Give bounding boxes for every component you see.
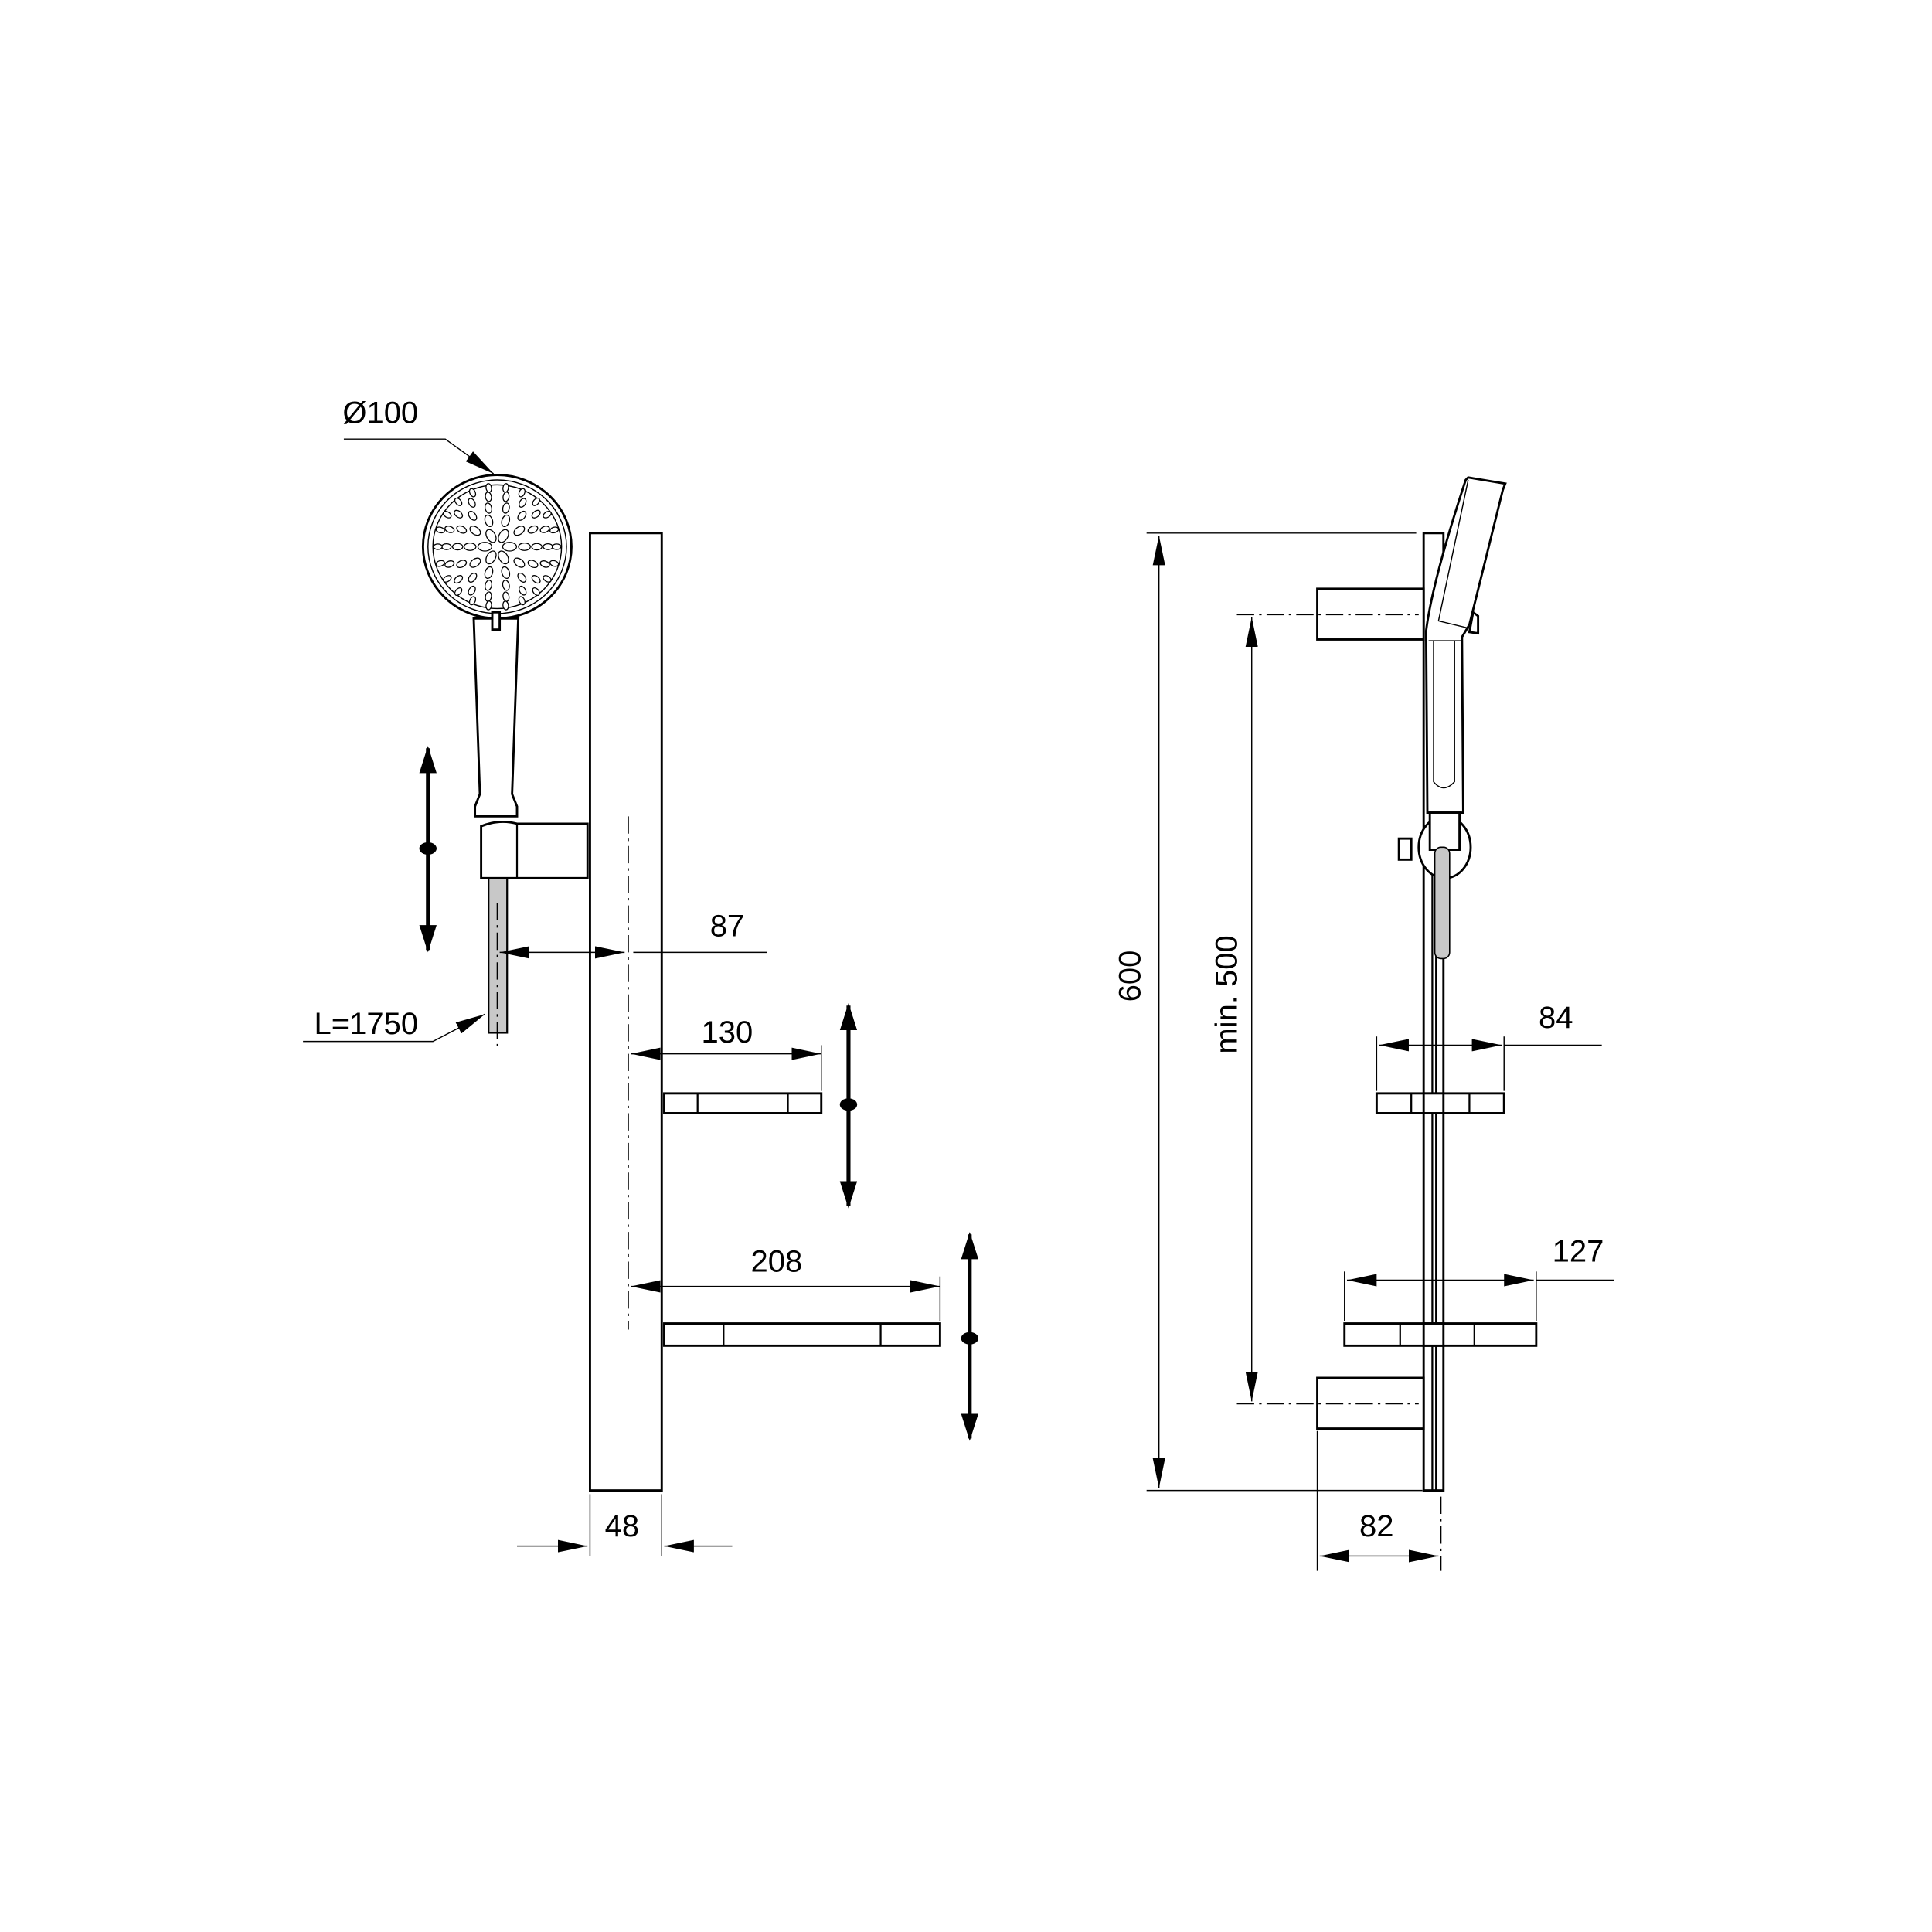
spray-nozzle (502, 502, 510, 514)
spray-nozzle (485, 483, 492, 493)
spray-nozzle (444, 560, 455, 568)
spray-nozzle (531, 543, 543, 551)
spray-nozzle (539, 560, 550, 568)
spray-nozzle (454, 509, 464, 519)
spray-nozzle (498, 529, 509, 543)
spray-nozzle (518, 542, 531, 551)
hand-shower (421, 474, 573, 818)
spray-nozzle (549, 560, 560, 567)
spray-nozzle (517, 510, 527, 521)
shower-holder (480, 820, 589, 879)
head-diameter-leader (343, 438, 495, 474)
spray-nozzle (502, 580, 510, 591)
spray-nozzle (484, 514, 494, 528)
top-wall-mount (1316, 587, 1425, 641)
spray-nozzle (485, 580, 492, 591)
bottom-wall-mount (1316, 1376, 1425, 1430)
spray-nozzle (532, 497, 540, 506)
spray-nozzle (484, 566, 494, 580)
spray-nozzle (513, 526, 526, 536)
spray-nozzle (477, 542, 493, 552)
spray-nozzle (456, 560, 468, 569)
spray-nozzle (456, 525, 468, 534)
spray-nozzle (517, 573, 527, 583)
spray-nozzle (451, 543, 464, 551)
rail-height-label: 600 (1114, 951, 1148, 1002)
spray-nozzle (468, 585, 476, 596)
mount-spacing-label: min. 500 (1210, 935, 1244, 1053)
spray-nozzle (443, 511, 452, 519)
spray-nozzle (519, 585, 527, 596)
spray-nozzle (454, 575, 464, 584)
rail-width-label: 48 (605, 1509, 640, 1543)
spray-nozzle (440, 543, 452, 550)
spray-nozzle (543, 543, 553, 550)
large-shelf-adjust-arrow (961, 1232, 979, 1441)
spray-nozzle (501, 514, 511, 528)
spray-nozzle (549, 526, 560, 534)
spray-nozzle (469, 526, 481, 536)
spray-nozzle (543, 575, 552, 583)
spray-nozzle (463, 542, 477, 551)
spray-nozzle (454, 497, 463, 506)
small-shelf-depth-label: 130 (701, 1015, 753, 1049)
spray-nozzle (519, 498, 527, 508)
large-shelf-depth-label: 208 (751, 1244, 803, 1278)
spray-nozzle (518, 596, 526, 606)
spray-nozzle (502, 600, 509, 611)
hand-shower-side (1397, 476, 1507, 960)
hose (488, 877, 509, 1034)
spray-nozzle (435, 560, 445, 567)
spray-nozzle (518, 488, 526, 498)
spray-nozzle (531, 575, 541, 584)
spray-nozzle (468, 488, 477, 498)
spray-nozzle (468, 498, 476, 508)
spray-nozzle (513, 557, 526, 568)
small-shelf-adjust-arrow (839, 1003, 858, 1209)
spray-nozzle (551, 543, 562, 550)
spray-nozzle (454, 587, 463, 596)
large-shelf (663, 1322, 941, 1347)
front-view: Ø100 87 L=1750 130 208 (303, 396, 979, 1556)
spray-nozzle (498, 550, 509, 565)
spray-nozzle (435, 526, 445, 534)
spray-nozzle (468, 573, 478, 583)
spray-nozzle (485, 550, 497, 565)
wall-offset-label: 82 (1359, 1509, 1394, 1543)
spray-nozzle (485, 600, 492, 611)
large-shelf-side (1343, 1322, 1538, 1347)
spray-nozzles (433, 483, 562, 611)
small-shelf-width-label: 84 (1539, 1001, 1573, 1035)
spray-nozzle (527, 560, 539, 569)
spray-nozzle (468, 596, 477, 606)
rail (589, 532, 663, 1492)
holder-offset-label: 87 (710, 910, 745, 944)
spray-nozzle (469, 557, 481, 568)
large-shelf-width-label: 127 (1553, 1235, 1604, 1269)
spray-nozzle (501, 566, 511, 580)
head-diameter-label: Ø100 (342, 396, 418, 430)
spray-nozzle (433, 543, 443, 550)
spray-nozzle (543, 511, 552, 519)
spray-nozzle (532, 587, 540, 596)
small-shelf-side (1375, 1092, 1505, 1114)
spray-nozzle (485, 502, 492, 514)
spray-nozzle (468, 510, 478, 521)
spray-nozzle (502, 542, 518, 552)
spray-nozzle (502, 483, 509, 493)
spray-nozzle (443, 575, 452, 583)
spray-nozzle (485, 529, 497, 543)
spray-nozzle (531, 509, 541, 519)
hose-length-label: L=1750 (315, 1007, 419, 1041)
small-shelf (663, 1092, 823, 1114)
spray-nozzle (444, 526, 455, 533)
spray-nozzle (527, 525, 539, 534)
side-view: 600 min. 500 84 127 (1114, 476, 1614, 1571)
spray-nozzle (539, 526, 550, 533)
holder-adjust-arrow (419, 746, 437, 953)
